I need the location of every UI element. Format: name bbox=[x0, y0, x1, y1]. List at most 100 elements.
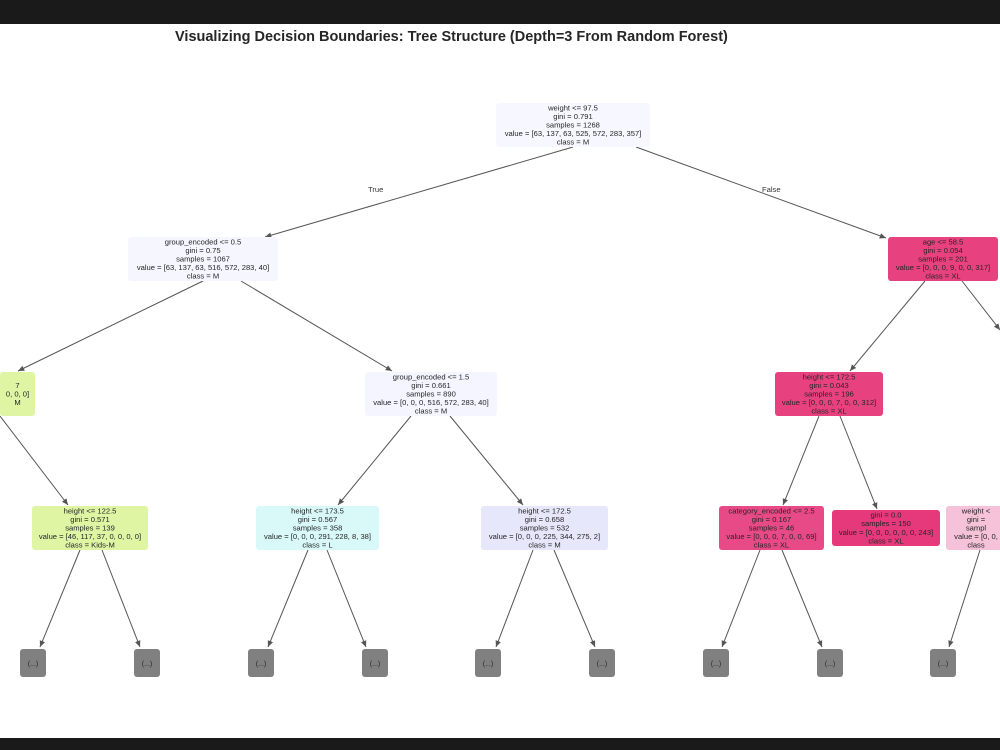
truncated-leaf: (...) bbox=[20, 649, 46, 677]
node-box bbox=[481, 506, 608, 550]
node-line: value = [63, 137, 63, 525, 572, 283, 357… bbox=[505, 129, 642, 138]
node-line: M bbox=[14, 398, 20, 407]
node-line: gini = 0.567 bbox=[298, 515, 337, 524]
node-line: height <= 172.5 bbox=[803, 372, 856, 381]
node-line: sampl bbox=[966, 524, 987, 533]
truncated-leaf-box bbox=[589, 649, 615, 677]
truncated-leaf-label: (...) bbox=[370, 661, 381, 668]
node-box bbox=[0, 372, 35, 416]
node-line: samples = 890 bbox=[406, 390, 456, 399]
node-box bbox=[946, 506, 1000, 550]
tree-edge bbox=[39, 549, 81, 648]
node-box bbox=[888, 237, 998, 281]
tree-edge bbox=[782, 415, 820, 506]
node-line: samples = 196 bbox=[804, 390, 854, 399]
node-line: samples = 46 bbox=[749, 524, 794, 533]
node-line: value = [0, 0, 0, 0, 0, 0, 243] bbox=[839, 528, 933, 537]
node-line: value = [46, 117, 37, 0, 0, 0, 0] bbox=[39, 532, 141, 541]
node-box bbox=[719, 506, 824, 550]
truncated-leaf-label: (...) bbox=[142, 661, 153, 668]
node-line: value = [0, 0, 0, 516, 572, 283, 40] bbox=[373, 398, 488, 407]
node-line: value = [0, 0, 0, 7, 0, 0, 69] bbox=[726, 532, 816, 541]
tree-edge bbox=[553, 549, 596, 648]
truncated-leaf-label: (...) bbox=[938, 661, 949, 668]
node-line: gini = 0.043 bbox=[809, 381, 848, 390]
node-line: samples = 201 bbox=[918, 255, 968, 264]
node-line: height <= 122.5 bbox=[64, 506, 117, 515]
node-line: 7 bbox=[15, 381, 19, 390]
node-line: class = M bbox=[187, 272, 219, 281]
truncated-leaf-label: (...) bbox=[711, 661, 722, 668]
tree-edge bbox=[635, 146, 887, 239]
chart-title: Visualizing Decision Boundaries: Tree St… bbox=[175, 29, 728, 45]
truncated-leaf-box bbox=[134, 649, 160, 677]
node-box bbox=[32, 506, 148, 550]
bottom-frame-bar bbox=[0, 738, 1000, 750]
node-line: group_encoded <= 1.5 bbox=[393, 372, 469, 381]
tree-edge bbox=[495, 549, 534, 648]
node-box bbox=[128, 237, 278, 281]
tree-edge bbox=[948, 549, 981, 648]
node-line: age <= 58.5 bbox=[923, 237, 964, 246]
node-line: value = [63, 137, 63, 516, 572, 283, 40] bbox=[137, 263, 269, 272]
truncated-leaf-box bbox=[817, 649, 843, 677]
node-line: samples = 150 bbox=[861, 519, 911, 528]
node-line: value = [0, 0, bbox=[954, 532, 998, 541]
node-line: value = [0, 0, 0, 7, 0, 0, 312] bbox=[782, 398, 876, 407]
node-line: class bbox=[967, 541, 985, 550]
edge-label-false: False bbox=[762, 185, 781, 194]
node-line: samples = 358 bbox=[293, 524, 343, 533]
truncated-leaves: (...) (...) (...) (...) (...) (...) (...) (...)… bbox=[20, 649, 956, 677]
tree-edge bbox=[240, 280, 393, 372]
truncated-leaf: (...) bbox=[248, 649, 274, 677]
tree-edge bbox=[839, 415, 878, 510]
node-line: samples = 139 bbox=[65, 524, 115, 533]
node-line: height <= 173.5 bbox=[291, 506, 344, 515]
node-box bbox=[832, 510, 940, 546]
node-line: value = [0, 0, 0, 291, 228, 8, 38] bbox=[264, 532, 371, 541]
tree-edge bbox=[267, 549, 309, 648]
tree-edge bbox=[721, 549, 761, 648]
node-line: class = Kids-M bbox=[65, 541, 115, 550]
truncated-leaf-box bbox=[248, 649, 274, 677]
node-line: class = XL bbox=[868, 536, 903, 545]
node-line: gini = 0.658 bbox=[525, 515, 564, 524]
tree-edge bbox=[337, 415, 412, 506]
node-line: gini = 0.661 bbox=[411, 381, 450, 390]
node-line: gini = 0.571 bbox=[70, 515, 109, 524]
truncated-leaf: (...) bbox=[362, 649, 388, 677]
truncated-leaf-label: (...) bbox=[256, 661, 267, 668]
top-frame-bar bbox=[0, 0, 1000, 24]
tree-edge bbox=[449, 415, 524, 506]
truncated-leaf-label: (...) bbox=[28, 661, 39, 668]
edge-label-true: True bbox=[368, 185, 383, 194]
node-line: class = M bbox=[557, 138, 589, 147]
truncated-leaf-box bbox=[475, 649, 501, 677]
truncated-leaf: (...) bbox=[930, 649, 956, 677]
tree-edge bbox=[0, 415, 69, 506]
node-line: height <= 172.5 bbox=[518, 506, 571, 515]
node-line: weight <= 97.5 bbox=[547, 103, 598, 112]
truncated-leaf: (...) bbox=[589, 649, 615, 677]
node-line: weight < bbox=[961, 506, 991, 515]
node-line: class = XL bbox=[925, 272, 960, 281]
node-line: gini = 0.0 bbox=[870, 511, 901, 520]
node-line: category_encoded <= 2.5 bbox=[728, 506, 814, 515]
truncated-leaf: (...) bbox=[703, 649, 729, 677]
tree-edge bbox=[101, 549, 141, 648]
truncated-leaf: (...) bbox=[475, 649, 501, 677]
truncated-leaf-box bbox=[362, 649, 388, 677]
node-line: gini = 0.054 bbox=[923, 246, 962, 255]
node-line: group_encoded <= 0.5 bbox=[165, 237, 241, 246]
node-line: samples = 1067 bbox=[176, 255, 230, 264]
truncated-leaf-label: (...) bbox=[825, 661, 836, 668]
node-box bbox=[496, 103, 650, 147]
